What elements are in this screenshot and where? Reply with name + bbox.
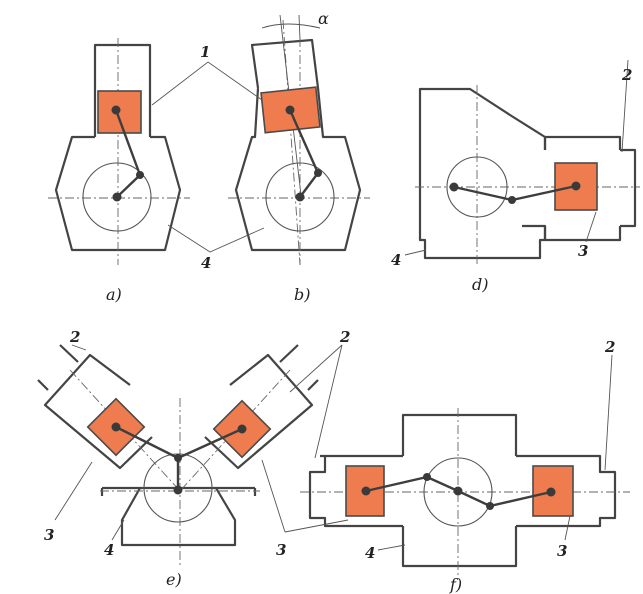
leader-2-center-to-e [289,344,343,393]
label-part-2-center: 2 [339,328,350,346]
leader-1 [151,61,263,106]
labels: 1 4 α 2 3 4 2 2 2 3 4 3 4 3 a) b) d) e) … [44,9,632,594]
leader-3-center-to-f [284,519,349,533]
leader-3-f [564,515,571,541]
label-part-2-e: 2 [69,328,80,346]
leader-2-center-to-f [314,344,343,459]
label-part-4-top: 4 [201,254,211,272]
leader-2-e [71,344,87,351]
crank-pin-f-lower [486,502,494,510]
piston-pin-a [111,105,121,115]
piston-pin-f-left [361,486,371,496]
leader-3-e [54,461,93,521]
cylinder-body-a [54,43,182,252]
label-part-4-f: 4 [365,544,375,562]
crank-pin-a [136,171,144,179]
cylinder-body-d [543,135,622,242]
crankshaft-e [173,485,183,495]
leader-2-f [604,354,613,471]
crank-circle-f [423,457,493,527]
label-part-4-e: 4 [104,541,114,559]
piston-pin-e-left [111,422,121,432]
caption-b: b) [294,285,310,304]
leader-4-f [377,544,406,551]
right-cylinder-f [516,454,617,528]
leader-2-d [621,59,629,153]
piston-pin-d [571,181,581,191]
crankshaft-a [112,192,122,202]
crank-circle-b [265,162,335,232]
crankshaft-d [449,182,459,192]
leader-3-center-to-e [261,459,286,533]
engine-body-f [401,413,518,568]
caption-f: f) [449,575,462,594]
crank-circle-a [82,162,152,232]
crank-circle-d [446,156,508,218]
leader-3-d [585,211,597,243]
crankshaft-b [295,192,305,202]
crank-pin-b [314,169,322,177]
caption-d: d) [472,275,488,294]
label-part-3-e: 3 [44,526,54,544]
label-part-3-center: 3 [276,541,286,559]
label-part-2-f: 2 [604,338,615,356]
crank-pin-d [508,196,516,204]
diagram-b [228,14,370,266]
engine-body-e [120,487,237,547]
crank-pin-e [174,454,182,462]
right-cylinder-e [204,344,319,470]
caption-e: e) [166,570,182,589]
axis-inclined-b [282,19,301,266]
label-part-3-f: 3 [557,542,567,560]
leaders-top [151,61,265,253]
crankshaft-f [453,486,463,496]
label-part-1: 1 [200,43,210,61]
engine-body-d [418,87,547,260]
label-part-2-d: 2 [621,66,632,84]
label-part-3-d: 3 [578,242,588,260]
diagram-e [37,344,319,565]
diagram-d [404,59,640,265]
diagram-a [48,38,190,265]
diagram-f [300,354,630,575]
piston-pin-b [285,105,295,115]
label-alpha: α [318,9,329,28]
leader-4-top [167,224,265,253]
piston-pin-e-right [237,424,247,434]
vertical-reference-b [298,14,301,41]
leader-4-d [404,249,427,256]
leader-4-e [111,519,125,541]
crank-pin-f-upper [423,473,431,481]
shared-leaders [261,344,349,533]
left-cylinder-e [37,344,153,470]
cylinder-head-d [620,148,637,228]
angle-arc [261,23,321,29]
cylinder-body-b [234,38,362,252]
caption-a: a) [106,285,122,304]
label-part-4-d: 4 [391,251,401,269]
piston-pin-f-right [546,487,556,497]
